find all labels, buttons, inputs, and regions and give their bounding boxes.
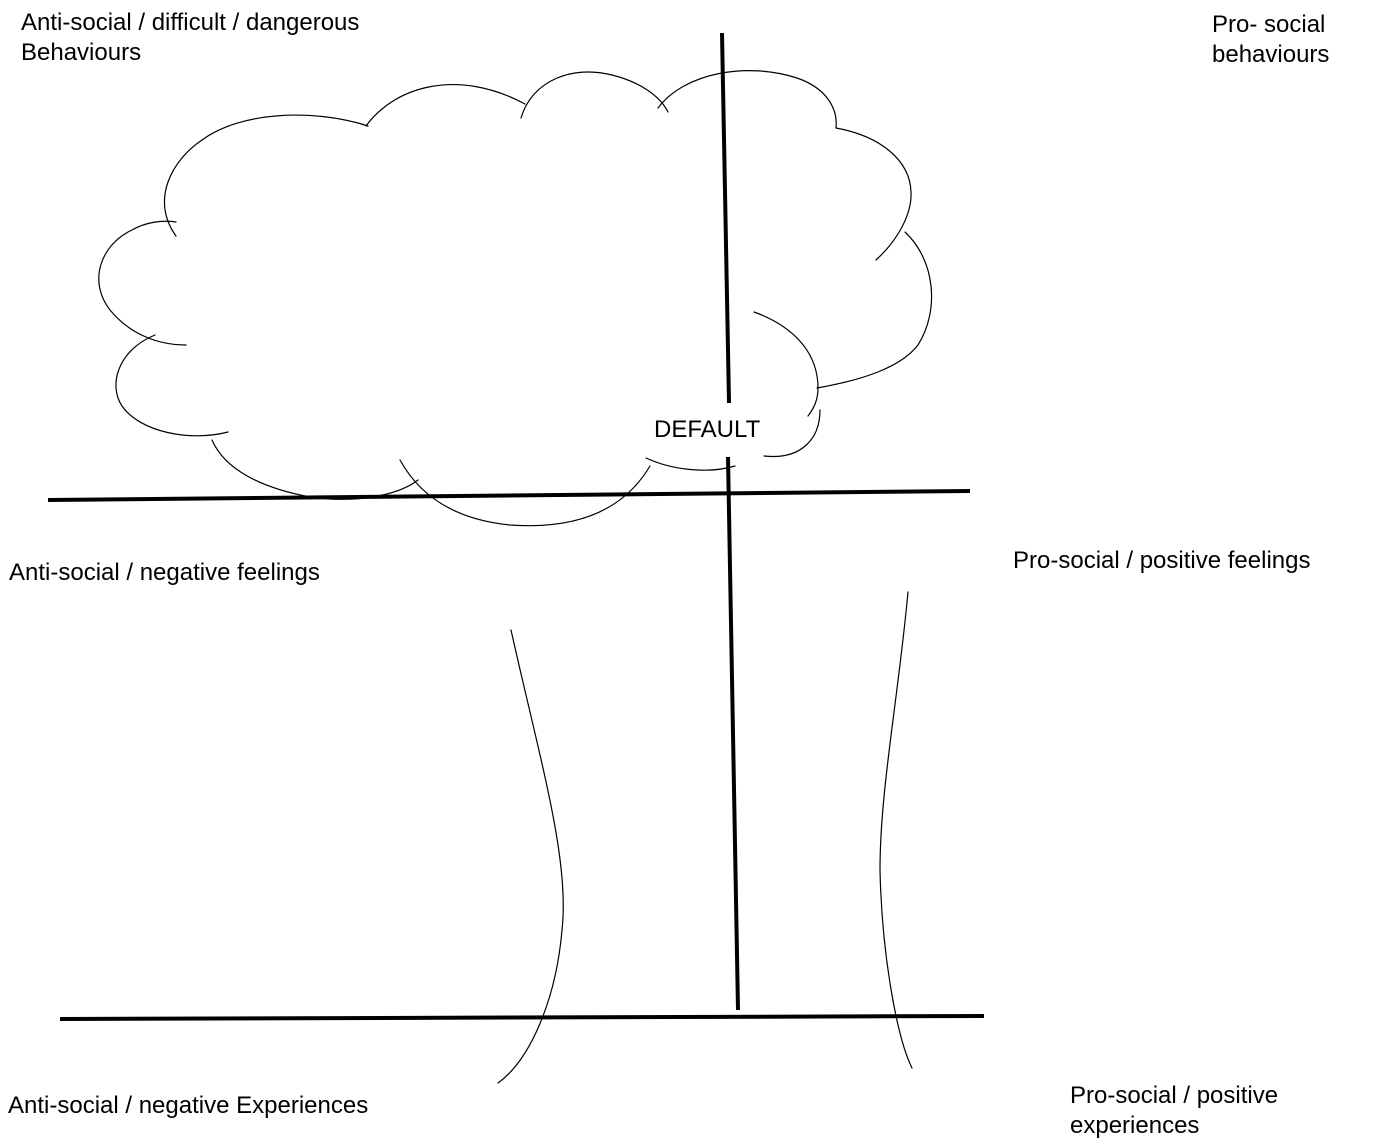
label-prosocial-experiences: Pro-social / positive experiences bbox=[1070, 1081, 1278, 1141]
canopy-cloud bbox=[98, 70, 933, 527]
label-prosocial-feelings: Pro-social / positive feelings bbox=[1013, 547, 1311, 574]
axis-lines bbox=[47, 32, 985, 1021]
label-prosocial-behaviours-line1: Pro- social bbox=[1212, 11, 1326, 38]
vertical-axis-upper bbox=[720, 32, 731, 404]
horizontal-axis-lower bbox=[59, 1014, 985, 1021]
trunk-left-edge bbox=[497, 629, 564, 1084]
label-prosocial-behaviours: Pro- social behaviours bbox=[1212, 10, 1329, 70]
label-antisocial-behaviours: Anti-social / difficult / dangerous Beha… bbox=[21, 8, 359, 68]
tree-trunk bbox=[497, 591, 913, 1084]
label-antisocial-experiences: Anti-social / negative Experiences bbox=[8, 1092, 369, 1119]
vertical-axis-lower bbox=[726, 456, 740, 1011]
label-prosocial-experiences-line1: Pro-social / positive bbox=[1070, 1082, 1279, 1109]
label-antisocial-behaviours-line2: Behaviours bbox=[21, 39, 142, 66]
trunk-right-edge bbox=[879, 591, 913, 1069]
label-antisocial-feelings: Anti-social / negative feelings bbox=[9, 559, 320, 586]
label-default: DEFAULT bbox=[652, 415, 763, 445]
horizontal-axis-upper bbox=[47, 489, 971, 502]
label-prosocial-experiences-line2: experiences bbox=[1070, 1112, 1200, 1139]
label-prosocial-behaviours-line2: behaviours bbox=[1212, 41, 1330, 68]
label-antisocial-behaviours-line1: Anti-social / difficult / dangerous bbox=[21, 9, 360, 36]
